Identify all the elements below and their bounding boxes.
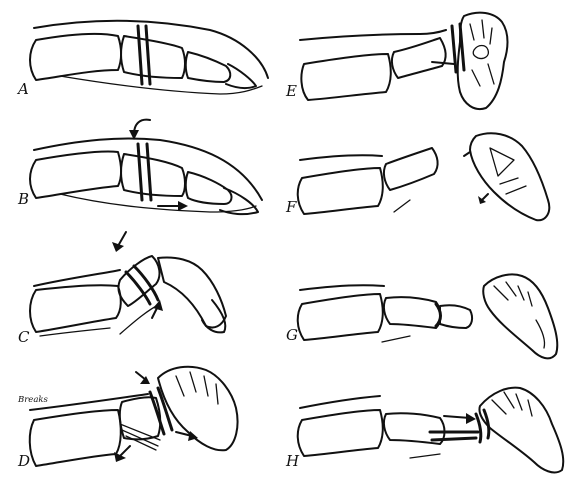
tendon-line	[394, 200, 410, 212]
dark-shadow	[432, 62, 454, 64]
arrowhead	[114, 452, 126, 462]
fragment-lines	[494, 282, 532, 306]
tendon-strands	[120, 424, 160, 450]
panel-letter-f: F	[285, 198, 297, 216]
fragment-lines	[492, 392, 532, 416]
panel-b: B	[17, 120, 262, 215]
proximal-phalanx	[298, 410, 383, 456]
middle-phalanx	[384, 297, 441, 328]
proximal-phalanx	[30, 151, 121, 198]
distal-stub	[440, 305, 472, 328]
arrowhead	[153, 300, 163, 311]
detached-tip	[470, 133, 549, 220]
annotation-breaks: Breaks	[17, 395, 49, 405]
fragment-lines	[500, 178, 526, 194]
panel-g: G	[286, 274, 557, 358]
proximal-phalanx	[30, 410, 121, 466]
proximal-phalanx	[298, 168, 383, 214]
skin-outline-top	[300, 30, 446, 40]
tendon-line	[410, 454, 440, 458]
arrow-small	[482, 194, 488, 200]
panel-h: H	[285, 388, 563, 473]
joint-ring	[473, 46, 488, 59]
panel-letter-c: C	[18, 328, 30, 346]
tendon-dark	[430, 432, 478, 440]
proximal-phalanx	[301, 54, 390, 100]
distal-swollen-mass	[158, 367, 238, 451]
proximal-phalanx	[30, 285, 121, 332]
middle-phalanx	[121, 36, 185, 78]
fracture-lines	[176, 372, 218, 404]
fracture-triangle	[490, 148, 514, 176]
panel-a: A	[16, 21, 268, 98]
skin-outline-top	[300, 155, 382, 160]
arrow-down-left	[118, 232, 126, 246]
arrowhead	[178, 201, 188, 211]
skin-outline-top	[300, 285, 384, 290]
band-ring	[436, 304, 441, 326]
arrowhead	[466, 413, 476, 424]
skin-outline-top	[34, 21, 268, 78]
band-ring	[138, 144, 151, 200]
distal-phalanx-flexed	[158, 258, 226, 328]
panel-c: C	[18, 232, 226, 346]
arrowhead	[112, 242, 124, 252]
panel-letter-g: G	[286, 326, 298, 344]
middle-phalanx-flexed	[118, 256, 159, 306]
tendon-line	[120, 304, 160, 334]
panel-letter-d: D	[17, 452, 30, 470]
panel-d: Breaks D	[17, 367, 238, 470]
band-ring	[150, 388, 172, 434]
middle-phalanx	[384, 148, 438, 190]
panel-f: F	[285, 133, 549, 220]
panel-letter-h: H	[285, 452, 300, 470]
arrow-small-left	[464, 152, 470, 156]
panel-letter-b: B	[17, 190, 29, 208]
middle-phalanx	[392, 38, 446, 78]
skin-outline-top	[34, 270, 120, 286]
middle-phalanx	[121, 154, 185, 196]
skin-outline-top	[300, 396, 380, 408]
panel-e: E	[285, 13, 508, 109]
proximal-phalanx	[298, 294, 383, 340]
proximal-phalanx	[30, 34, 121, 80]
panel-letter-a: A	[16, 80, 29, 98]
tissue-fold	[536, 320, 545, 348]
distal-phalanx	[186, 52, 231, 82]
tendon-line	[382, 336, 410, 342]
panel-letter-e: E	[285, 82, 297, 100]
arrow-down-left	[120, 446, 130, 456]
